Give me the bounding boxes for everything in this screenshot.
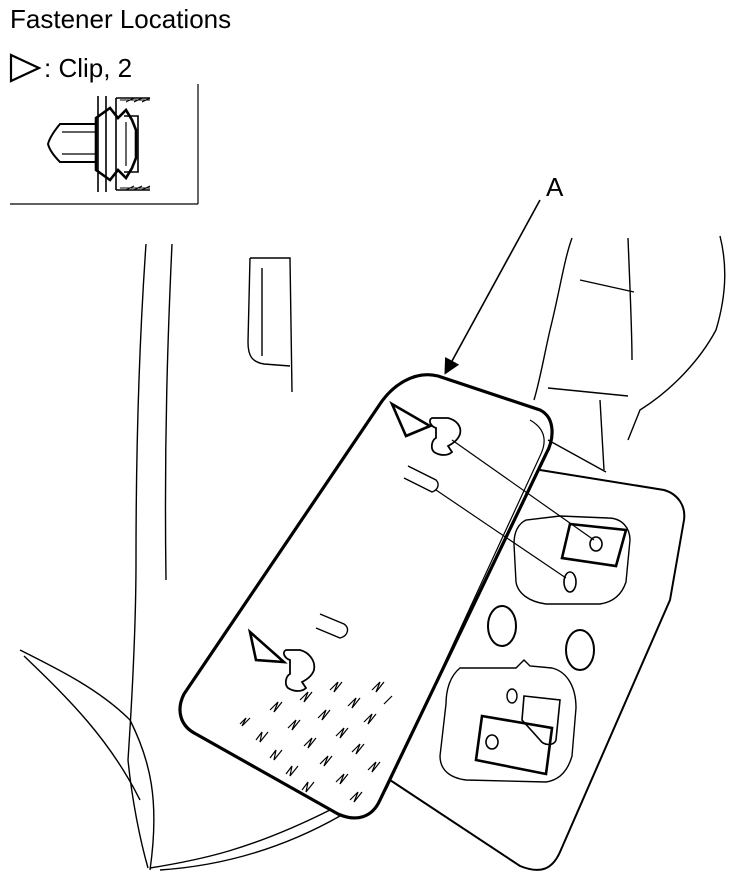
seat-console-outline — [533, 235, 726, 473]
triangle-marker-icon — [9, 53, 42, 83]
legend-clip-label: : Clip, 2 — [44, 52, 133, 83]
clip-detail-inset — [10, 84, 199, 205]
interior-body-outline — [19, 243, 341, 871]
clip-marker-lower — [247, 628, 288, 664]
legend-clip: : Clip, 2 — [8, 52, 132, 84]
callout-a-leader — [444, 199, 541, 375]
cover-panel-a — [178, 373, 595, 820]
callout-label-a: A — [546, 172, 564, 202]
clip-marker-upper — [389, 400, 433, 438]
switch-panel — [389, 469, 686, 871]
diagram-title: Fastener Locations — [10, 4, 232, 34]
